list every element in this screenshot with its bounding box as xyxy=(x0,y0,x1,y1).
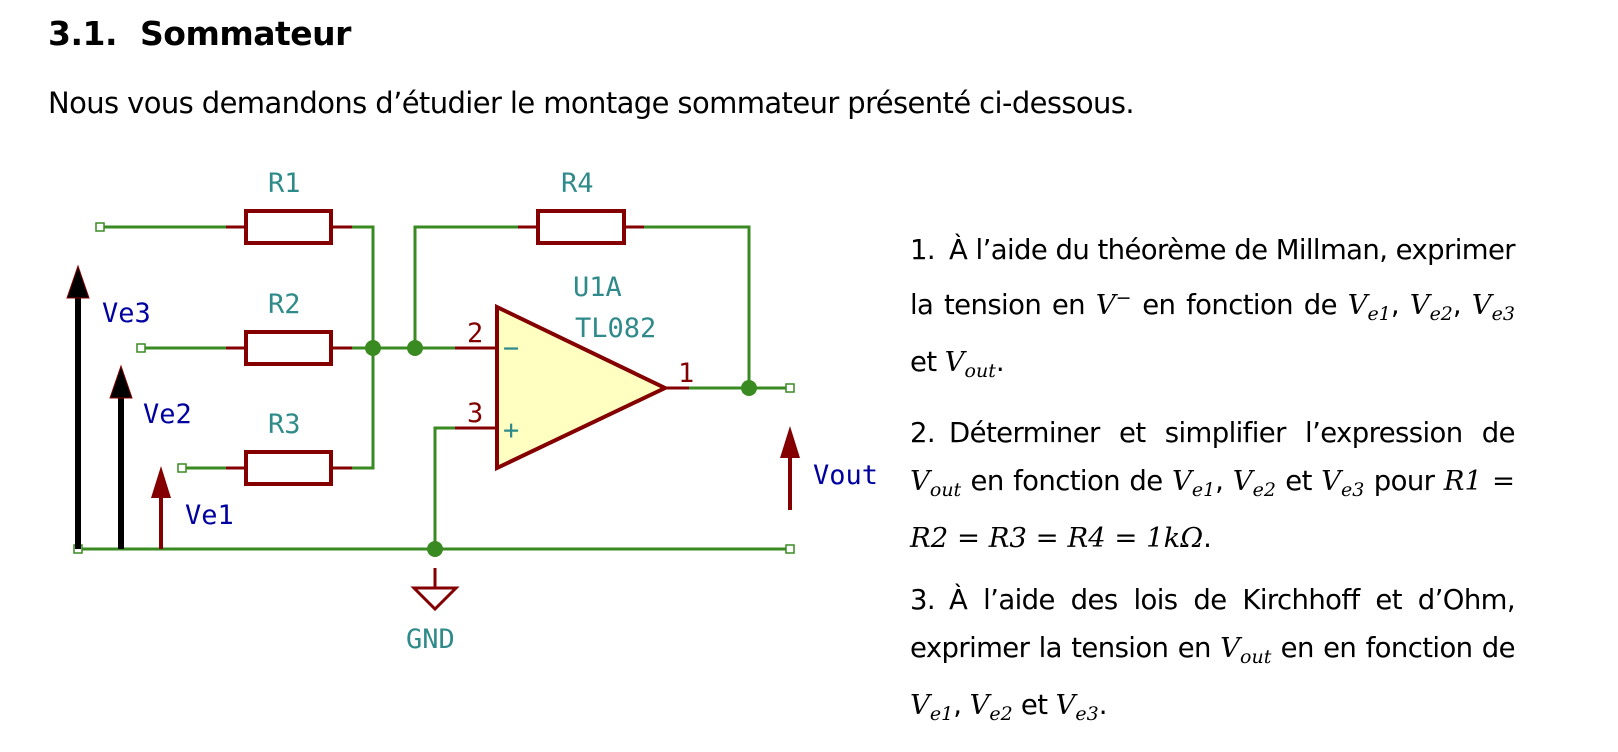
wire-noninv xyxy=(433,426,455,549)
math-vout: Vout xyxy=(1220,632,1272,668)
label-gnd: GND xyxy=(406,624,455,655)
wire-feedback-right xyxy=(644,225,751,388)
label-plus: + xyxy=(503,415,519,446)
opamp-triangle xyxy=(495,303,670,472)
junction-dot xyxy=(427,541,443,557)
arrow-up-icon xyxy=(66,264,90,299)
math-ve1: Ve1 xyxy=(910,689,954,725)
math-ve3: Ve3 xyxy=(1321,465,1365,501)
label-pin-3: 3 xyxy=(467,398,483,429)
question-text: À l’aide du théorème de Millman, exprime… xyxy=(910,234,1516,321)
math-vout: Vout xyxy=(910,465,962,501)
intro-paragraph: Nous vous demandons d’étudier le montage… xyxy=(48,86,1135,120)
label-r1: R1 xyxy=(268,168,301,199)
section-heading: 3.1. Sommateur xyxy=(48,14,351,53)
math-vout: Vout xyxy=(944,346,996,382)
terminal-ve2-top xyxy=(136,343,146,353)
question-text: Déterminer et simplifier l’expression de xyxy=(949,417,1516,449)
label-r4: R4 xyxy=(561,168,594,199)
question-number: 3. xyxy=(910,584,936,616)
question-text: en fonction de xyxy=(961,465,1172,497)
pin-stubs xyxy=(226,225,689,588)
section-title: Sommateur xyxy=(140,14,351,53)
question-number: 2. xyxy=(910,417,936,449)
summing-amplifier-schematic: R1 R2 R3 R4 U1A TL082 2 3 1 − + Ve3 Ve2 … xyxy=(66,168,878,655)
question-1: 1.À l’aide du théorème de Millman, expri… xyxy=(910,234,1516,382)
question-text: À l’aide des lois de Kirchhoff et d’Ohm,… xyxy=(910,584,1516,664)
question-text: en fonction de xyxy=(1131,289,1348,321)
terminal-ve1-top xyxy=(95,222,105,232)
math-ve3: Ve3 xyxy=(1055,689,1099,725)
resistor-r3 xyxy=(244,450,333,486)
terminal-ve3-top xyxy=(177,463,187,473)
math-ve2: Ve2 xyxy=(1232,465,1276,501)
question-list: 1.À l’aide du théorème de Millman, expri… xyxy=(910,226,1516,752)
math-ve1: Ve1 xyxy=(1171,465,1216,501)
math-resistor-equation: R1 = R2 = R3 = R4 = 1kΩ xyxy=(910,465,1515,554)
label-r3: R3 xyxy=(268,409,301,440)
arrow-up-icon xyxy=(109,364,133,399)
wire-feedback-left xyxy=(413,225,518,348)
arrow-up-icon xyxy=(151,466,171,498)
label-ve1: Ve1 xyxy=(185,500,234,531)
label-opamp-part: TL082 xyxy=(575,313,656,344)
terminal-vout-top xyxy=(785,383,795,393)
junction-dot xyxy=(407,340,423,356)
math-v-minus: V− xyxy=(1095,287,1132,321)
math-ve3: Ve3 xyxy=(1471,289,1515,325)
question-text: en en fonction de xyxy=(1271,632,1516,664)
ground-icon xyxy=(410,586,460,612)
question-2: 2. Déterminer et simplifier l’expression … xyxy=(910,417,1516,554)
resistor-r4 xyxy=(536,209,626,245)
math-ve2: Ve2 xyxy=(969,689,1013,725)
label-opamp-ref: U1A xyxy=(573,272,622,303)
question-3: 3.À l’aide des lois de Kirchhoff et d’Oh… xyxy=(910,584,1516,725)
question-number: 1. xyxy=(910,234,936,266)
math-ve2: Ve2 xyxy=(1409,289,1453,325)
junction-dot xyxy=(741,380,757,396)
resistor-r1 xyxy=(244,209,333,245)
label-vout: Vout xyxy=(813,460,878,491)
label-ve2: Ve2 xyxy=(143,399,192,430)
section-number: 3.1. xyxy=(48,14,118,53)
arrow-up-icon xyxy=(780,426,800,458)
label-pin-1: 1 xyxy=(678,358,694,389)
junction-dot xyxy=(365,340,381,356)
label-minus: − xyxy=(503,333,519,364)
math-ve1: Ve1 xyxy=(1347,289,1391,325)
label-pin-2: 2 xyxy=(467,318,483,349)
voltage-arrows xyxy=(66,264,800,549)
label-r2: R2 xyxy=(268,289,301,320)
label-ve3: Ve3 xyxy=(102,298,151,329)
resistor-r2 xyxy=(244,330,333,366)
terminal-vout-bottom xyxy=(785,544,795,554)
